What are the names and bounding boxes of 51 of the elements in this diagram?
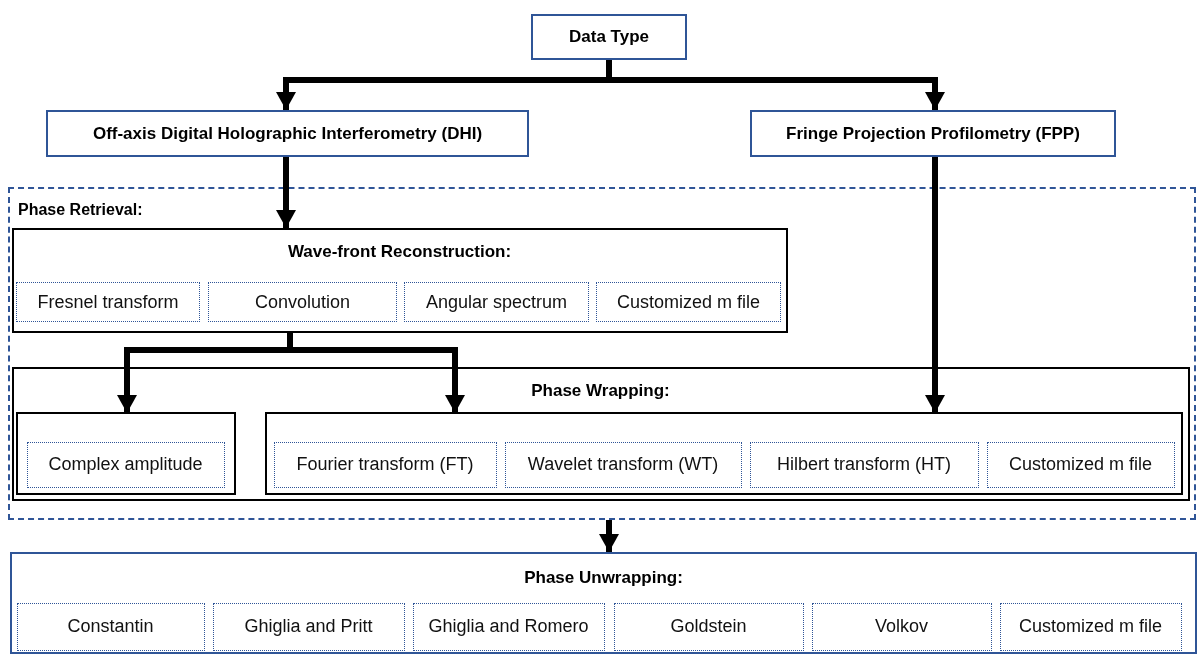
method-label: Customized m file [616,291,760,313]
method-label: Fourier transform (FT) [296,454,474,475]
empty-box [16,412,236,495]
arrow [276,157,296,228]
method-box [811,602,992,651]
arrow [925,157,945,413]
method-label: Ghiglia and Pritt [244,616,373,637]
arrow [287,333,465,413]
box-label: Data Type [569,27,649,47]
method-label: Angular spectrum [425,291,568,313]
group-box [10,552,1197,654]
method-box [16,602,205,651]
arrow [606,60,945,110]
method-box [26,441,225,488]
empty-box [265,412,1183,495]
method-label: Constantin [67,616,154,637]
method-label: Complex amplitude [48,454,203,475]
method-box [749,441,979,488]
method-label: Customized m file [1018,616,1162,637]
method-box [999,602,1182,651]
box-label: Fringe Projection Profilometry (FPP) [786,123,1080,144]
box-label: Off-axis Digital Holographic Interferometry (DHI) [92,123,483,144]
method-label: Fresnel transform [37,291,179,313]
method-label: Customized m file [1008,454,1152,475]
category-box [531,14,687,60]
method-label: Goldstein [670,616,747,637]
group-box [11,366,1190,501]
group-title: Phase Unwrapping: [523,568,684,588]
dashed-group-frame [8,187,1196,520]
method-box [596,282,781,322]
method-box [504,441,742,488]
method-box [273,441,497,488]
method-box [613,602,804,651]
method-box [208,282,397,322]
arrow [599,520,619,552]
group-title: Phase Retrieval: [18,201,143,219]
method-box [404,282,589,322]
group-title: Wave-front Reconstruction: [286,241,513,262]
category-box [46,110,529,157]
group-title: Phase Wrapping: [530,380,671,401]
method-box [16,282,200,322]
category-box [750,110,1116,157]
group-box [11,227,788,333]
method-label: Wavelet transform (WT) [527,454,719,475]
method-label: Volkov [874,616,928,637]
method-label: Ghiglia and Romero [428,616,589,637]
method-box [212,602,405,651]
method-label: Hilbert transform (HT) [777,454,951,475]
method-box [412,602,605,651]
method-label: Convolution [254,291,351,313]
method-box [986,441,1175,488]
